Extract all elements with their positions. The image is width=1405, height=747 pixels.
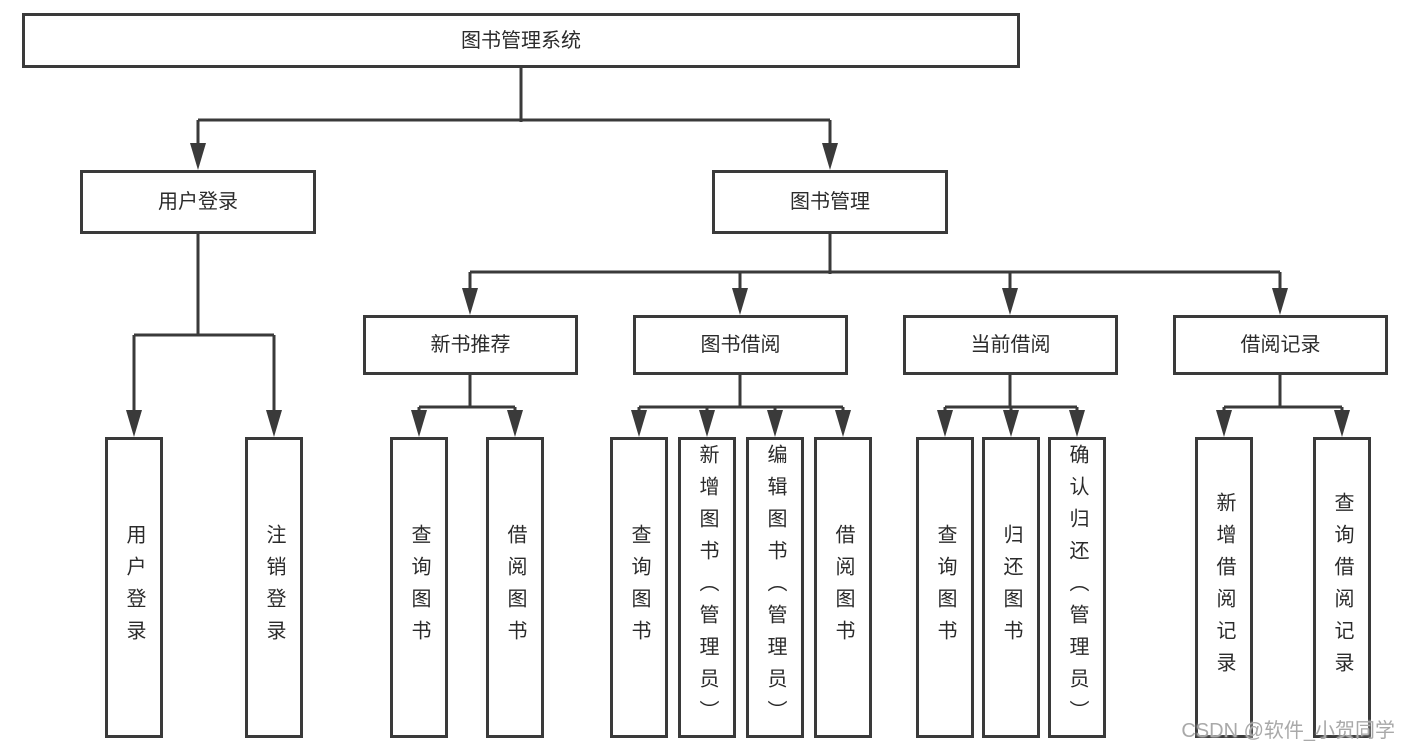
leaf-add-books-admin: 新增图书（管理员）	[678, 437, 736, 738]
leaf-user-login: 用户登录	[105, 437, 163, 738]
csdn-watermark: CSDN @软件_小贺同学	[1181, 720, 1395, 742]
node-library-management-system: 图书管理系统	[22, 13, 1020, 68]
leaf-query-books-recommend: 查询图书	[390, 437, 448, 738]
leaf-query-books-borrow: 查询图书	[610, 437, 668, 738]
leaf-borrow-books-recommend: 借阅图书	[486, 437, 544, 738]
leaf-confirm-return-admin: 确认归还（管理员）	[1048, 437, 1106, 738]
leaf-logout: 注销登录	[245, 437, 303, 738]
leaf-query-borrow-record: 查询借阅记录	[1313, 437, 1371, 738]
node-borrowing-records: 借阅记录	[1173, 315, 1388, 375]
node-user-login: 用户登录	[80, 170, 316, 234]
node-new-book-recommendation: 新书推荐	[363, 315, 578, 375]
leaf-add-borrow-record: 新增借阅记录	[1195, 437, 1253, 738]
leaf-edit-books-admin: 编辑图书（管理员）	[746, 437, 804, 738]
leaf-return-books: 归还图书	[982, 437, 1040, 738]
node-current-borrowing: 当前借阅	[903, 315, 1118, 375]
leaf-query-books-current: 查询图书	[916, 437, 974, 738]
node-book-borrowing: 图书借阅	[633, 315, 848, 375]
leaf-borrow-books: 借阅图书	[814, 437, 872, 738]
node-book-management: 图书管理	[712, 170, 948, 234]
